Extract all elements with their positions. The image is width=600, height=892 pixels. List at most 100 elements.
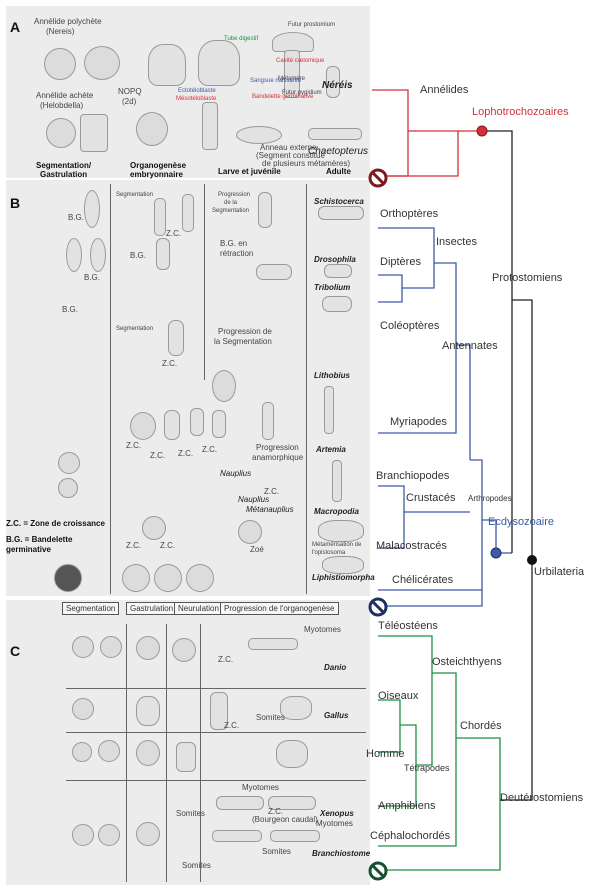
- adult-sketch: [322, 556, 364, 574]
- annotation: la Segmentation: [214, 337, 272, 346]
- annotation: B.G. en: [220, 239, 248, 248]
- larva-sketch: [202, 102, 218, 150]
- annotation: Zoé: [250, 545, 264, 554]
- embryo-sketch: [54, 564, 82, 592]
- leaf-myriapodes: Myriapodes: [390, 416, 447, 428]
- embryo-sketch: [58, 478, 78, 498]
- branch-antennates: [456, 344, 471, 460]
- annotation: Métamérisation de: [312, 542, 362, 548]
- stage-label: Segmentation/: [36, 161, 92, 170]
- branch-tetrapodes: [416, 673, 433, 766]
- node-lophotrochozoa: [476, 125, 488, 137]
- loss-symbol-green: [368, 861, 388, 881]
- embryo-sketch: [154, 198, 166, 236]
- annotation: Progression: [256, 443, 299, 452]
- embryo-sketch: [58, 452, 80, 474]
- row-divider: [66, 688, 366, 689]
- branch-deutero-stem: [500, 560, 533, 801]
- embryo-sketch: [84, 46, 120, 80]
- adult-sketch: [324, 386, 334, 434]
- column-divider: [126, 624, 127, 882]
- annotation: Métamère: [278, 76, 306, 82]
- stage-label: Gastrulation: [40, 170, 88, 179]
- branch-branchiopodes: [378, 485, 405, 512]
- leaf-coleopteres: Coléoptères: [380, 320, 440, 332]
- annotation: Progression de: [218, 327, 272, 336]
- annotation: NOPQ: [118, 87, 142, 96]
- annotation: Segmentation: [116, 192, 154, 198]
- embryo-sketch: [258, 192, 272, 228]
- annotation: Z.C.: [178, 449, 194, 458]
- annotation: Somites: [182, 861, 211, 870]
- larva-sketch: [270, 830, 320, 842]
- embryo-sketch: [176, 742, 196, 772]
- embryo-sketch: [66, 238, 82, 272]
- embryo-sketch: [72, 636, 94, 658]
- annotation: Progression: [218, 192, 251, 198]
- branch-amniota: [400, 724, 417, 765]
- embryo-sketch: [186, 564, 214, 592]
- annotation: Z.C.: [218, 655, 234, 664]
- embryo-sketch: [98, 740, 120, 762]
- clade-crustaces: Crustacés: [406, 492, 456, 504]
- stage-label: Organogenèse: [130, 161, 187, 170]
- node-ecdysozoa: [490, 547, 502, 559]
- column-divider: [200, 624, 201, 882]
- larva-sketch: [256, 264, 292, 280]
- annotation: de la: [224, 200, 238, 206]
- loss-symbol-red: [368, 168, 388, 188]
- annotation: (2d): [122, 97, 137, 106]
- embryo-sketch: [90, 238, 106, 272]
- clade-lophotrochozoaires: Lophotrochozoaires: [472, 106, 569, 118]
- genus-label: Liphistiomorpha: [312, 573, 375, 582]
- annotation: (Segment constitué: [256, 151, 325, 160]
- branch-ecdy-clade: [378, 590, 483, 607]
- stage-box: Segmentation: [62, 602, 120, 615]
- genus-label: Xenopus: [320, 809, 354, 818]
- annotation: Futur pygidium: [282, 90, 322, 96]
- genus-label: Drosophila: [314, 255, 356, 264]
- annotation: Mésotéloblaste: [176, 96, 217, 102]
- panel-b: B B.G. B.G. B.G. Segmentation Z.C. B.G. …: [6, 180, 375, 596]
- annotation: Z.C.: [162, 359, 178, 368]
- embryo-sketch: [212, 410, 226, 438]
- annotation: Myotomes: [242, 783, 279, 792]
- annotation: Z.C.: [224, 721, 240, 730]
- adult-sketch: [326, 66, 340, 98]
- branch-malacostraces: [378, 512, 405, 549]
- embryo-sketch: [72, 698, 94, 720]
- annotation: Myotomes: [304, 625, 341, 634]
- species-label: (Helobdella): [40, 101, 84, 110]
- embryo-sketch: [98, 824, 120, 846]
- branch-pancrustacea: [470, 459, 483, 575]
- annotation: Segmentation: [116, 326, 154, 332]
- embryo-sketch: [182, 194, 194, 232]
- clade-ecdysozoaire: Ecdysozoaire: [488, 516, 555, 528]
- annotation: Somites: [256, 713, 285, 722]
- stage-box: Progression de l'organogenèse: [220, 602, 339, 615]
- larva-sketch: [262, 402, 274, 440]
- larva-sketch: [284, 50, 300, 98]
- branch-annelides: [372, 89, 409, 131]
- row-divider: [66, 780, 366, 781]
- leaf-teleosteens: Téléostéens: [378, 620, 438, 632]
- annotation: anamorphique: [252, 453, 304, 462]
- embryo-sketch: [136, 636, 160, 660]
- embryo-sketch: [156, 238, 170, 270]
- embryo-sketch: [164, 410, 180, 440]
- genus-label: Tribolium: [314, 283, 351, 292]
- legend-bg: germinative: [6, 545, 51, 554]
- embryo-sketch: [136, 740, 160, 766]
- embryo-sketch: [44, 48, 76, 80]
- embryo-sketch: [136, 822, 160, 846]
- annotation: Tube digestif: [224, 36, 259, 42]
- loss-symbol-blue: [368, 597, 388, 617]
- legend-zc: Z.C. = Zone de croissance: [6, 519, 105, 528]
- genus-label: Artemia: [316, 445, 346, 454]
- branch-amphibiens: [378, 765, 417, 807]
- adult-sketch: [308, 128, 362, 140]
- embryo-sketch: [100, 636, 122, 658]
- clade-chordes: Chordés: [460, 720, 502, 732]
- larva-sketch: [268, 796, 316, 810]
- clade-deuterostomiens: Deutérostomiens: [500, 792, 584, 804]
